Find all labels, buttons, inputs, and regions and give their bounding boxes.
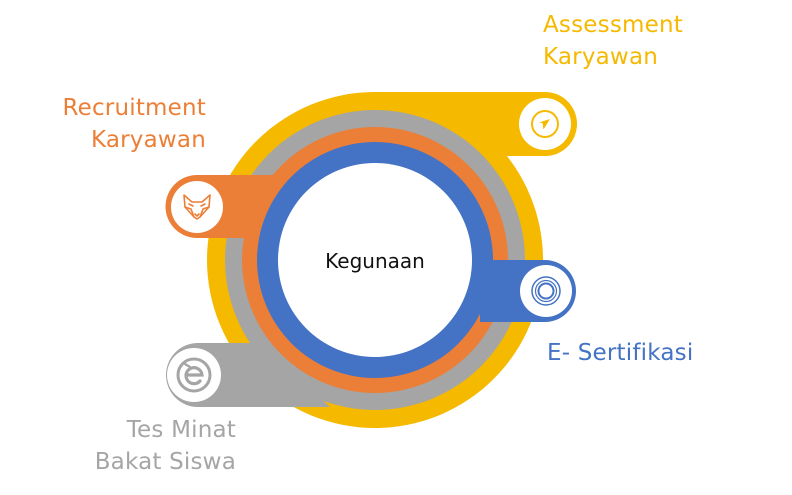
tes-label-line1: Tes Minat (126, 417, 236, 443)
tes-label: Tes Minat Bakat Siswa (70, 414, 236, 478)
esertifikasi-badge (520, 265, 572, 317)
certificate-seal-icon (531, 276, 561, 306)
compass-icon (531, 110, 559, 138)
center-circle (278, 163, 472, 357)
recruitment-label-line1: Recruitment (62, 95, 206, 121)
recruitment-label-line2: Karyawan (90, 127, 206, 153)
assessment-badge (519, 98, 571, 150)
esertifikasi-label: E- Sertifikasi (547, 337, 693, 369)
fox-icon (183, 194, 211, 220)
tes-badge (167, 348, 221, 402)
assessment-label: Assessment Karyawan (543, 9, 683, 73)
esertifikasi-label-line1: E- Sertifikasi (547, 340, 694, 366)
letter-e-icon (176, 357, 212, 393)
assessment-label-line2: Karyawan (543, 44, 659, 70)
assessment-label-line1: Assessment (543, 12, 683, 38)
recruitment-badge (171, 181, 223, 233)
tes-label-line2: Bakat Siswa (94, 449, 236, 475)
recruitment-label: Recruitment Karyawan (40, 92, 206, 156)
center-label: Kegunaan (325, 249, 425, 273)
